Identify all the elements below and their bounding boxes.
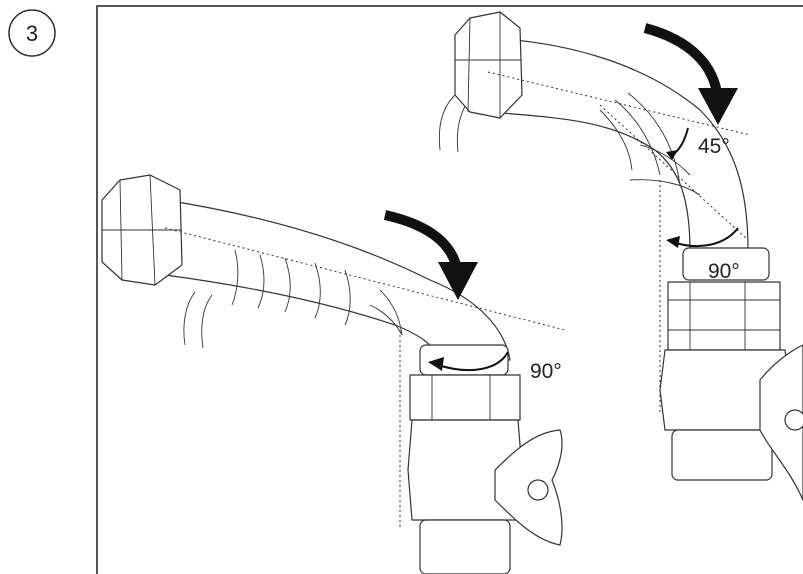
bottom-90-arrowhead — [428, 357, 444, 371]
top-hex-nut — [454, 11, 523, 119]
bottom-horizontal-ref — [164, 227, 566, 331]
frame-border — [96, 5, 803, 574]
bottom-90-label: 90° — [530, 360, 562, 383]
bottom-pipe-assembly — [101, 174, 566, 574]
bottom-fitting-hex — [409, 374, 521, 421]
top-45-arrowhead — [666, 150, 678, 160]
top-45-label: 45° — [698, 135, 730, 158]
top-45-ref — [599, 104, 749, 241]
top-90-label: 90° — [708, 260, 740, 283]
top-hex-nut-edges — [455, 12, 522, 118]
top-fitting-hex-edges — [668, 282, 780, 350]
step-indicator: 3 — [8, 9, 56, 57]
top-pipe-assembly — [438, 11, 803, 501]
step-circle — [8, 9, 56, 57]
step-number: 3 — [26, 21, 38, 46]
bottom-valve-stem — [527, 479, 549, 501]
bottom-motion-lines — [183, 291, 213, 349]
bottom-hex-nut-edges — [102, 174, 182, 286]
top-fitting-hex — [667, 281, 781, 351]
top-fitting-collar — [682, 247, 770, 281]
top-bend-lines — [599, 92, 701, 196]
bottom-fitting-hex-edges — [431, 375, 491, 420]
top-90-arrowhead — [666, 236, 680, 248]
top-bend-arrowhead — [698, 88, 738, 125]
top-valve-lower — [671, 429, 773, 481]
bottom-bend-lines — [231, 249, 403, 336]
top-90-arc — [675, 227, 739, 247]
top-valve-stem — [784, 409, 803, 431]
bottom-90-arc — [437, 351, 509, 372]
bottom-bend-arrowhead — [438, 262, 478, 300]
bottom-pipe-body — [164, 199, 511, 363]
bottom-valve-lower — [419, 519, 511, 574]
